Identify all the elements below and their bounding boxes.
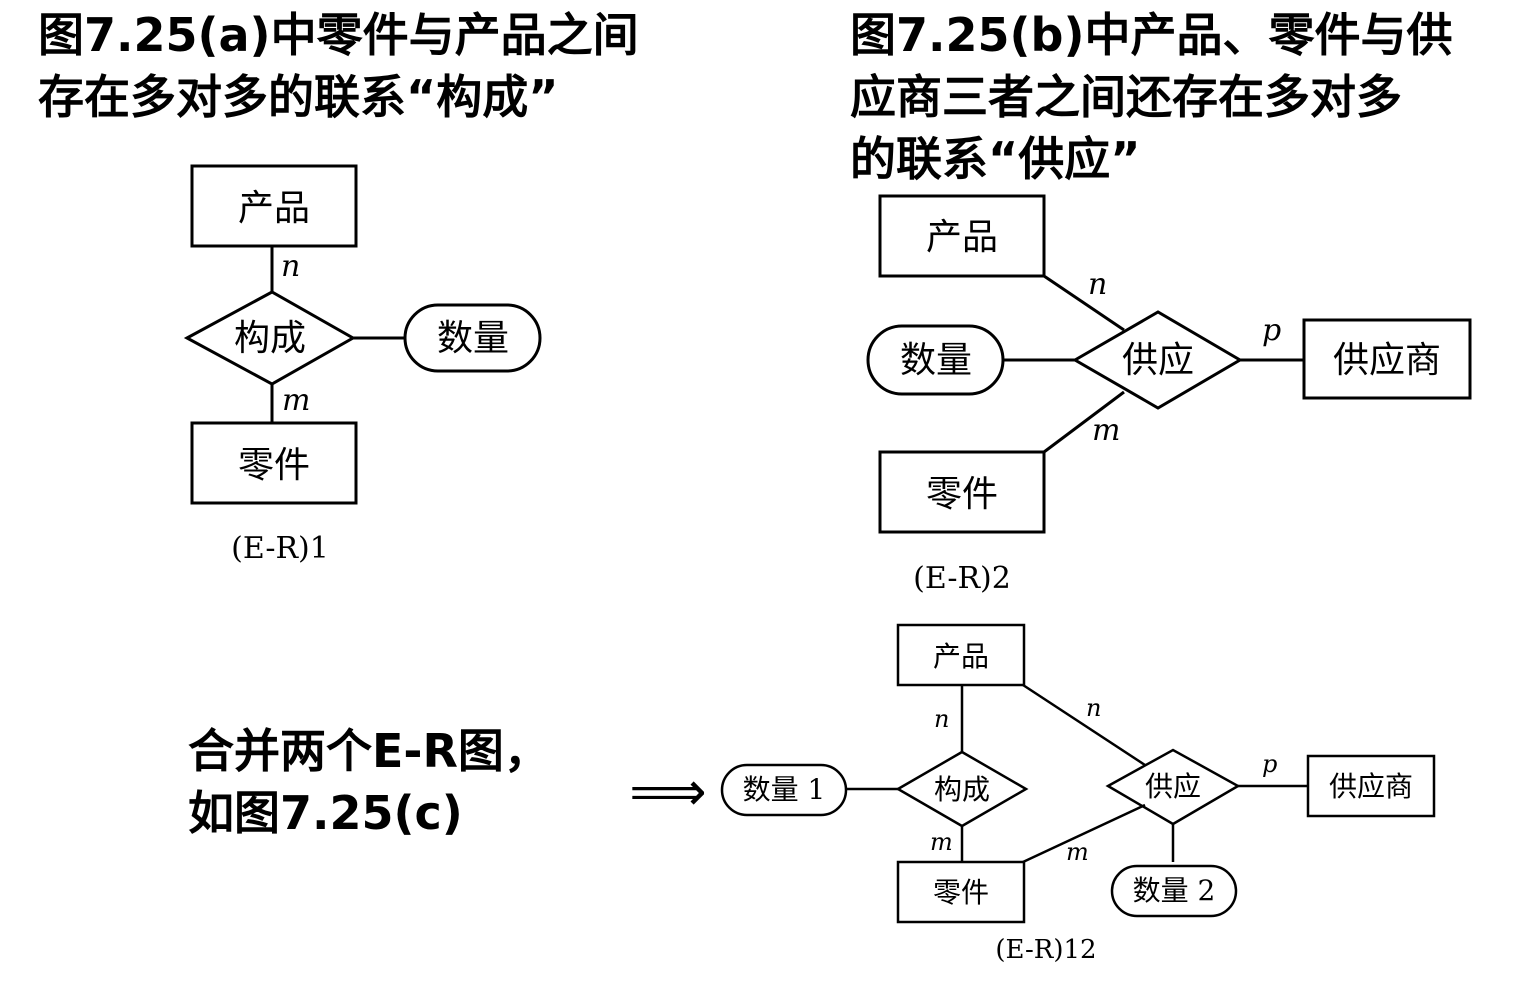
er1-attribute-label: 数量 — [437, 318, 509, 359]
er12-diagram — [720, 623, 1436, 924]
heading-b-line2: 应商三者之间还存在多对多 — [850, 70, 1402, 124]
heading-b-line3: 的联系“供应” — [850, 132, 1141, 186]
er12-relation-compose-diamond — [895, 750, 1029, 828]
er12-entity-product-box — [896, 623, 1026, 687]
heading-a: 图7.25(a)中零件与产品之间 存在多对多的联系“构成” — [38, 4, 639, 128]
er2-entity-product-label: 产品 — [926, 217, 998, 258]
er12-entity-part-label: 零件 — [933, 876, 989, 909]
er2-relation-label: 供应 — [1122, 340, 1194, 381]
er12-attribute-2-oval — [1110, 864, 1238, 918]
er12-entity-supplier-box — [1306, 754, 1436, 818]
er2-entity-part-label: 零件 — [926, 474, 998, 515]
er12-caption: (E-R)12 — [995, 935, 1096, 965]
er12-edge-product-supply — [1022, 683, 1146, 767]
er1-attribute-oval — [403, 303, 542, 373]
er12-attribute-1-oval — [720, 763, 848, 817]
er12-entity-supplier-label: 供应商 — [1329, 770, 1413, 803]
er1-entity-product-box — [190, 164, 358, 248]
heading-c-line2: 如图7.25(c) — [188, 786, 463, 840]
er2-edge-product-relation — [1043, 274, 1125, 332]
er1-cardinality-bottom: m — [282, 383, 310, 418]
er12-edge-supply-part — [1022, 803, 1146, 864]
er1-entity-part-label: 零件 — [238, 445, 310, 486]
er1-entity-part-box — [190, 421, 358, 505]
er2-entity-supplier-box — [1302, 318, 1472, 400]
er1-diagram — [183, 164, 542, 505]
heading-c-line1: 合并两个E-R图， — [188, 724, 550, 778]
er12-attribute-1-label: 数量 1 — [743, 773, 826, 806]
implies-arrow-icon: ⟹ — [629, 760, 706, 823]
er12-cardinality-m-left: m — [930, 828, 953, 856]
er12-cardinality-p: p — [1262, 750, 1277, 778]
er1-relation-diamond — [183, 290, 357, 386]
er12-cardinality-n-right: n — [1086, 694, 1101, 722]
er2-cardinality-m: m — [1092, 413, 1120, 448]
er2-edge-relation-part — [1043, 390, 1125, 454]
er1-caption: (E-R)1 — [231, 531, 329, 566]
er2-diagram — [866, 194, 1472, 534]
er2-attribute-oval — [866, 324, 1005, 396]
er1-cardinality-top: n — [281, 249, 300, 284]
er1-entity-product-label: 产品 — [238, 188, 310, 229]
er12-relation-supply-label: 供应 — [1145, 770, 1201, 803]
er2-cardinality-n: n — [1088, 267, 1107, 302]
er2-cardinality-p: p — [1262, 313, 1281, 348]
er2-entity-part-box — [878, 450, 1046, 534]
heading-a-line2: 存在多对多的联系“构成” — [38, 70, 559, 124]
er12-entity-product-label: 产品 — [933, 640, 989, 673]
er2-relation-diamond — [1072, 310, 1243, 410]
er2-caption: (E-R)2 — [913, 561, 1011, 596]
heading-c: 合并两个E-R图， 如图7.25(c) — [188, 720, 550, 844]
er2-entity-supplier-label: 供应商 — [1333, 340, 1441, 381]
er12-relation-compose-label: 构成 — [934, 773, 990, 806]
er12-cardinality-n-left: n — [934, 705, 949, 733]
er2-attribute-label: 数量 — [900, 340, 972, 381]
er1-relation-label: 构成 — [234, 318, 306, 359]
er2-entity-product-box — [878, 194, 1046, 278]
er12-entity-part-box — [896, 860, 1026, 924]
er12-cardinality-m-right: m — [1066, 838, 1089, 866]
heading-a-line1: 图7.25(a)中零件与产品之间 — [38, 8, 639, 62]
er12-attribute-2-label: 数量 2 — [1133, 874, 1216, 907]
heading-b-line1: 图7.25(b)中产品、零件与供 — [850, 8, 1453, 62]
er12-relation-supply-diamond — [1105, 748, 1241, 826]
heading-b: 图7.25(b)中产品、零件与供 应商三者之间还存在多对多 的联系“供应” — [850, 4, 1452, 190]
